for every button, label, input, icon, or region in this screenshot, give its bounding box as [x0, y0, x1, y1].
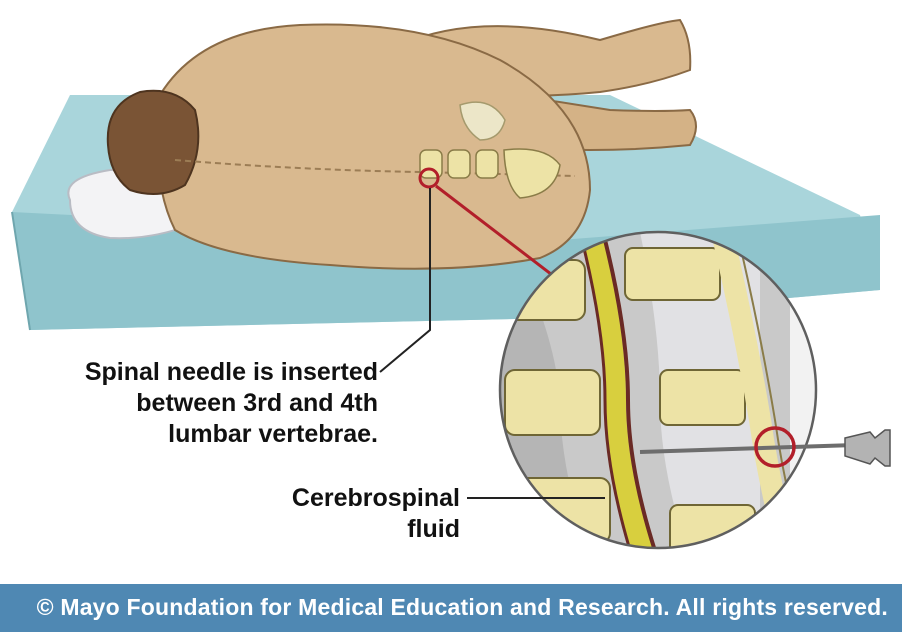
csf-label: Cerebrospinal fluid	[250, 483, 460, 545]
needle-label: Spinal needle is inserted between 3rd an…	[40, 357, 378, 450]
needle-label-line-2: between 3rd and 4th	[40, 388, 378, 419]
needle-label-line-1: Spinal needle is inserted	[40, 357, 378, 388]
csf-label-line-1: Cerebrospinal	[250, 483, 460, 514]
copyright-text: © Mayo Foundation for Medical Education …	[37, 594, 888, 621]
patient-head	[108, 91, 199, 194]
csf-label-line-2: fluid	[250, 514, 460, 545]
copyright-bar: © Mayo Foundation for Medical Education …	[0, 584, 902, 632]
needle-label-line-3: lumbar vertebrae.	[40, 419, 378, 450]
